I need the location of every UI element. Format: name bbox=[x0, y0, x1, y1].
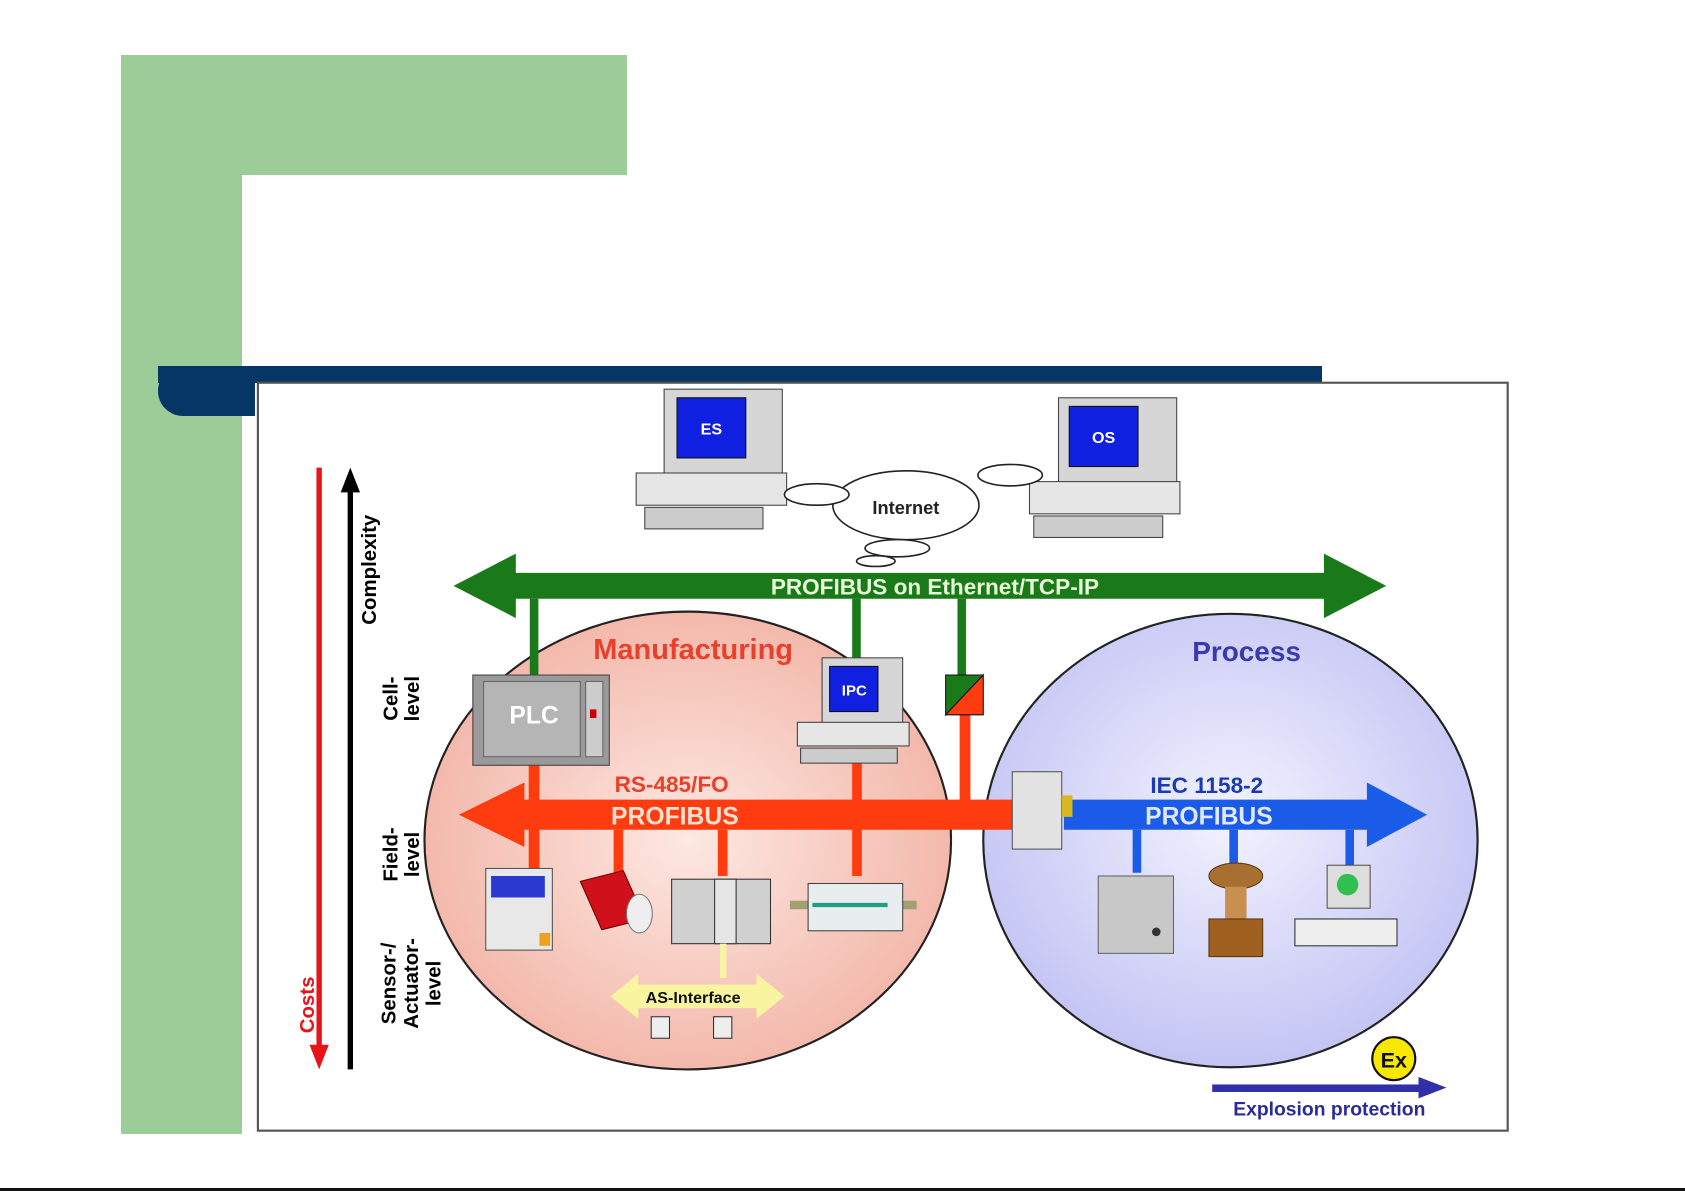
cell-level-label: Cell- level bbox=[381, 676, 424, 721]
plc-icon: PLC bbox=[473, 675, 609, 765]
field-level-label: Field- level bbox=[381, 827, 424, 881]
process-bus-sub: IEC 1158-2 bbox=[1150, 773, 1263, 798]
manufacturing-bus-label: PROFIBUS bbox=[611, 803, 739, 830]
process-bus-label: PROFIBUS bbox=[1145, 803, 1273, 830]
pressure-transmitter-icon bbox=[1098, 876, 1173, 953]
svg-text:PLC: PLC bbox=[509, 702, 559, 729]
ethernet-bus-label: PROFIBUS on Ethernet/TCP-IP bbox=[771, 574, 1099, 599]
internet-label: Internet bbox=[872, 497, 939, 518]
process-title: Process bbox=[1192, 636, 1301, 667]
svg-text:Sensor-/: Sensor-/ bbox=[378, 942, 400, 1024]
svg-text:Field-: Field- bbox=[381, 827, 403, 881]
remote-io-icon bbox=[790, 883, 917, 930]
manufacturing-title: Manufacturing bbox=[593, 634, 793, 666]
gateway-icon bbox=[946, 675, 984, 715]
complexity-label: Complexity bbox=[359, 514, 381, 625]
svg-text:IPC: IPC bbox=[842, 682, 867, 699]
svg-text:level: level bbox=[402, 832, 424, 877]
svg-text:level: level bbox=[402, 676, 424, 721]
svg-text:Actuator-: Actuator- bbox=[401, 938, 423, 1029]
svg-text:level: level bbox=[424, 961, 446, 1006]
ex-symbol-icon: Ex bbox=[1372, 1037, 1415, 1080]
io-module-icon bbox=[672, 879, 771, 943]
svg-text:Ex: Ex bbox=[1381, 1048, 1407, 1072]
svg-text:Cell-: Cell- bbox=[381, 677, 403, 721]
explosion-protection-label: Explosion protection bbox=[1233, 1099, 1425, 1121]
manufacturing-bus-sub: RS-485/FO bbox=[615, 772, 729, 797]
costs-label: Costs bbox=[297, 977, 319, 1034]
operator-panel-icon bbox=[486, 868, 553, 950]
as-interface-label: AS-Interface bbox=[646, 989, 741, 1007]
svg-text:OS: OS bbox=[1092, 429, 1116, 447]
svg-text:ES: ES bbox=[701, 420, 723, 438]
